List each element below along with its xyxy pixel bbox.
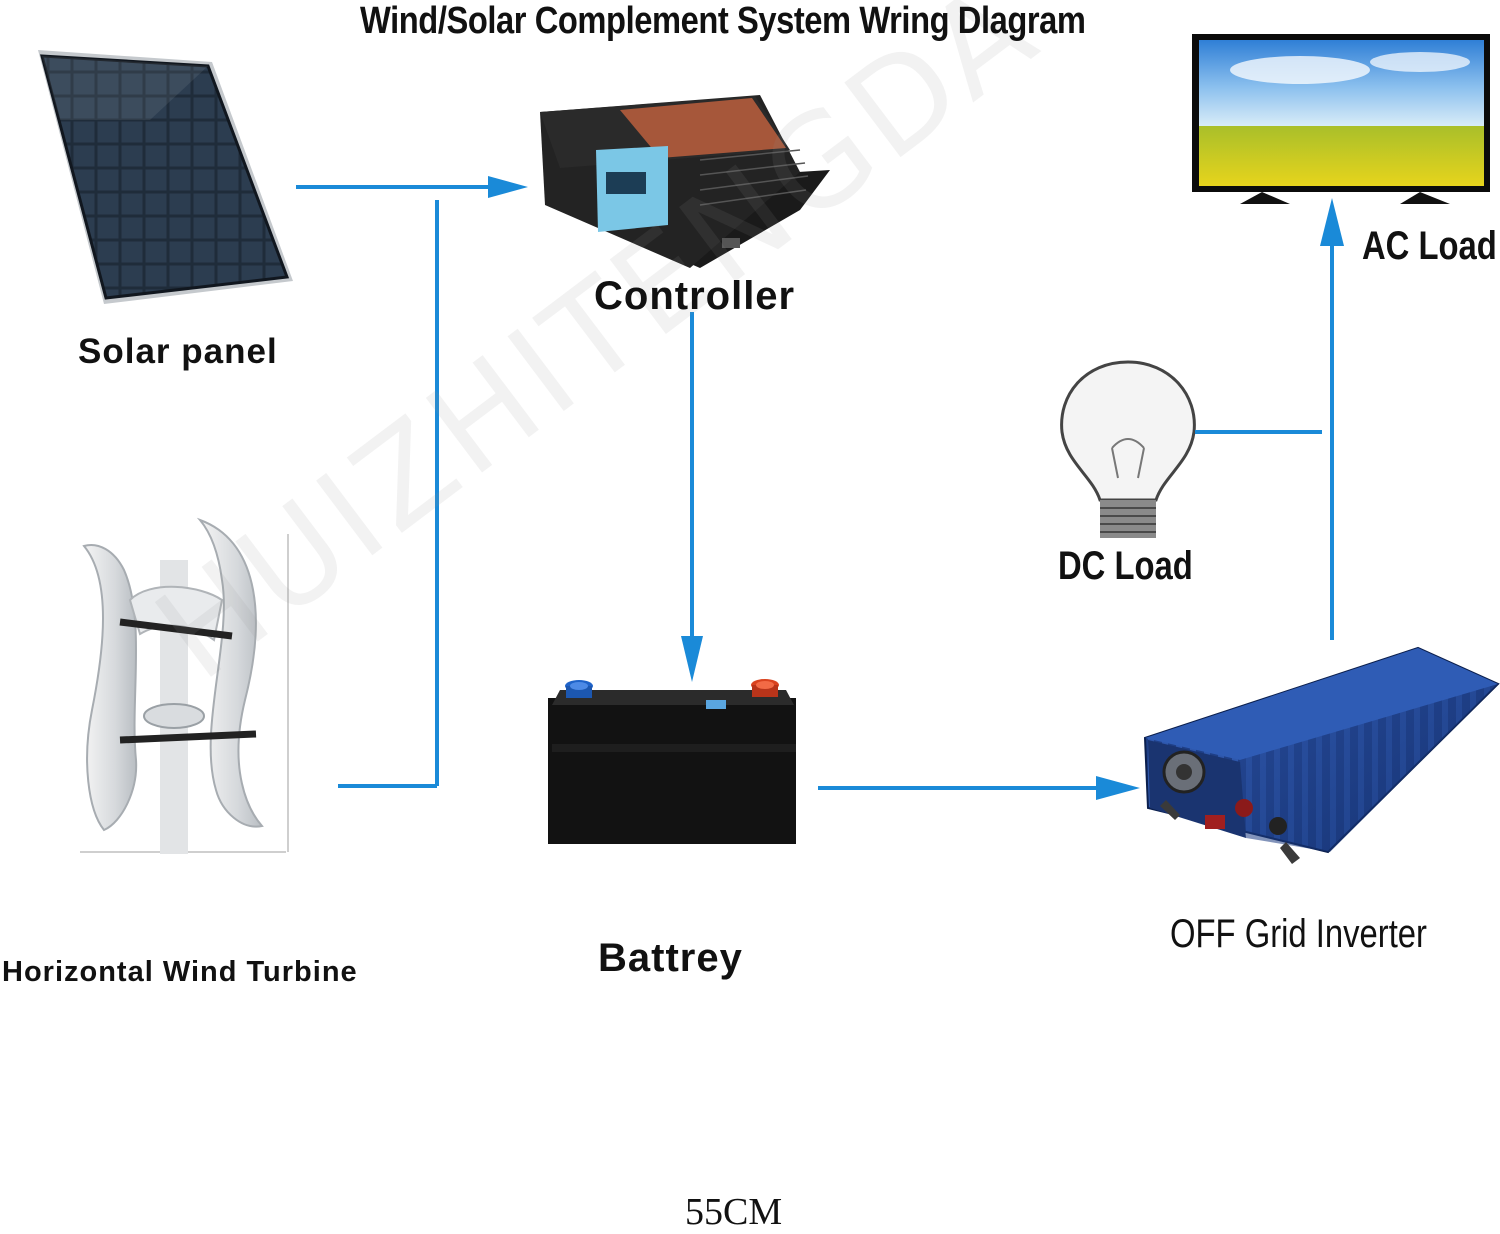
arrow-to-ac-load <box>1320 198 1344 246</box>
wind-turbine-icon <box>80 517 289 854</box>
television-icon <box>1192 34 1490 204</box>
arrow-to-controller <box>488 176 528 198</box>
wiring <box>296 185 1334 790</box>
solar-panel-label: Solar panel <box>78 332 278 371</box>
controller-label: Controller <box>594 274 796 318</box>
inverter-icon <box>1143 646 1500 864</box>
wire-arrowheads <box>488 176 1344 800</box>
solar-panel-icon <box>38 50 293 304</box>
battery-icon <box>548 679 796 844</box>
ac-load-label: AC Load <box>1362 224 1497 268</box>
dc-load-label: DC Load <box>1058 544 1193 588</box>
charge-controller-icon <box>540 95 830 268</box>
wind-turbine-label: Horizontal Wind Turbine <box>2 956 358 988</box>
light-bulb-icon <box>1060 360 1196 538</box>
battery-label: Battrey <box>598 936 743 980</box>
arrow-to-battery <box>681 636 703 682</box>
size-note: 55CM <box>685 1191 783 1233</box>
arrow-to-inverter <box>1096 776 1140 800</box>
diagram-title: Wind/Solar Complement System Wring Dlagr… <box>360 0 1086 42</box>
inverter-label: OFF Grid Inverter <box>1170 912 1427 956</box>
